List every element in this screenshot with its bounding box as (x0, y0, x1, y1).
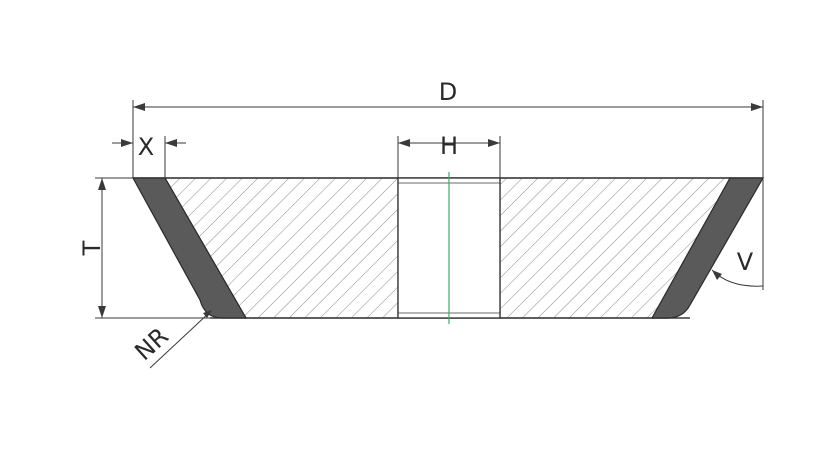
nr-arrow (203, 310, 212, 318)
nr-label: NR (129, 322, 173, 366)
t-arrow-top (98, 178, 106, 190)
d-label: D (439, 78, 457, 106)
t-arrow-bottom (98, 306, 106, 318)
x-arrow-left (121, 139, 133, 147)
nr-leader-line (149, 311, 211, 369)
x-arrow-right (165, 139, 177, 147)
x-label: X (138, 133, 154, 161)
abrasive-rim-right (650, 177, 765, 319)
h-arrow-right (488, 139, 500, 147)
v-label: V (737, 248, 754, 276)
d-arrow-right (751, 103, 763, 111)
d-arrow-left (133, 103, 145, 111)
t-label: T (78, 240, 106, 256)
v-arrow (712, 270, 722, 280)
abrasive-rim-left (131, 177, 248, 319)
h-label: H (440, 132, 458, 160)
h-arrow-left (398, 139, 410, 147)
